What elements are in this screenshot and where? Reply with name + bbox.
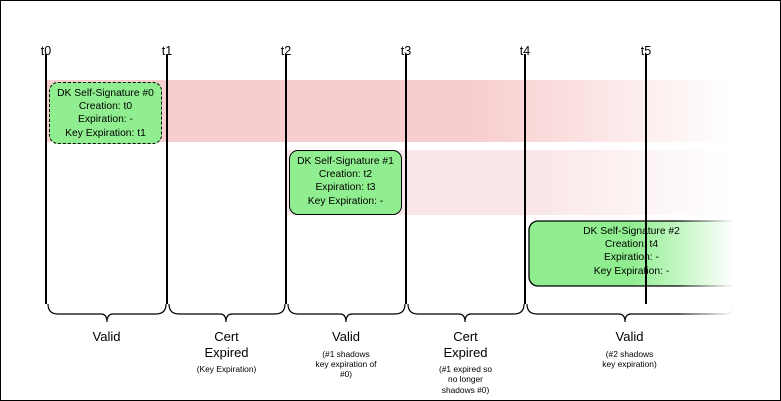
signature-box-2: DK Self-Signature #2 Creation: t4 Expira… <box>529 221 734 286</box>
signature-2-expiration: Expiration: - <box>604 252 659 264</box>
period-t0-t1-title: Valid <box>92 329 121 344</box>
signature-2-key-expiration: Key Expiration: - <box>593 265 670 277</box>
signature-2-title: DK Self-Signature #2 <box>583 226 680 237</box>
signature-1-expiration: Expiration: t3 <box>315 182 376 194</box>
period-t4-end-note: (#2 shadows key expiration) <box>602 348 657 369</box>
signature-2-fill <box>529 221 734 286</box>
brace-t0-t1 <box>47 303 167 323</box>
period-t4-end-title: Valid <box>615 329 644 344</box>
tick-label-t2: t2 <box>280 44 292 58</box>
tick-lifelines <box>45 54 647 304</box>
signature-1-key-expiration: Key Expiration: - <box>307 195 384 207</box>
signature-1-title: DK Self-Signature #1 <box>297 156 394 167</box>
period-braces <box>47 303 735 323</box>
period-label-t1-t2: Cert Expired (Key Expiration) <box>167 329 286 374</box>
period-label-t4-end: Valid (#2 shadows key expiration) <box>525 329 734 369</box>
tick-label-t0: t0 <box>40 44 52 58</box>
signature-box-0: DK Self-Signature #0 Creation: t0 Expira… <box>49 82 162 144</box>
period-label-t2-t3: Valid (#1 shadows key expiration of #0) <box>286 329 406 380</box>
tick-label-t4: t4 <box>519 44 531 58</box>
signature-0-key-expiration: Key Expiration: t1 <box>65 127 146 139</box>
period-t1-t2-title: Cert Expired <box>204 329 249 360</box>
brace-t2-t3 <box>287 303 406 323</box>
brace-t3-t4 <box>407 303 525 323</box>
period-t3-t4-title: Cert Expired <box>443 329 488 360</box>
signature-1-creation: Creation: t2 <box>318 169 373 181</box>
tick-label-t1: t1 <box>161 44 173 58</box>
signature-0-expiration: Expiration: - <box>78 114 133 126</box>
tick-label-t5: t5 <box>640 44 652 58</box>
period-t2-t3-title: Valid <box>332 329 360 344</box>
tick-label-t3: t3 <box>400 44 412 58</box>
signature-box-1: DK Self-Signature #1 Creation: t2 Expira… <box>289 150 402 215</box>
period-t2-t3-note: (#1 shadows key expiration of #0) <box>315 348 377 380</box>
signature-0-title: DK Self-Signature #0 <box>57 88 154 99</box>
brace-t1-t2 <box>168 303 286 323</box>
signature-0-creation: Creation: t0 <box>78 101 133 113</box>
signature-2-outline <box>528 220 734 287</box>
brace-t4-end <box>526 303 735 323</box>
period-label-t3-t4: Cert Expired (#1 expired so no longer sh… <box>406 329 525 395</box>
period-t1-t2-note: (Key Expiration) <box>196 364 257 374</box>
signature-2-creation: Creation: t4 <box>604 239 659 251</box>
period-t3-t4-note: (#1 expired so no longer shadows #0) <box>438 364 493 395</box>
period-label-t0-t1: Valid <box>46 329 167 349</box>
